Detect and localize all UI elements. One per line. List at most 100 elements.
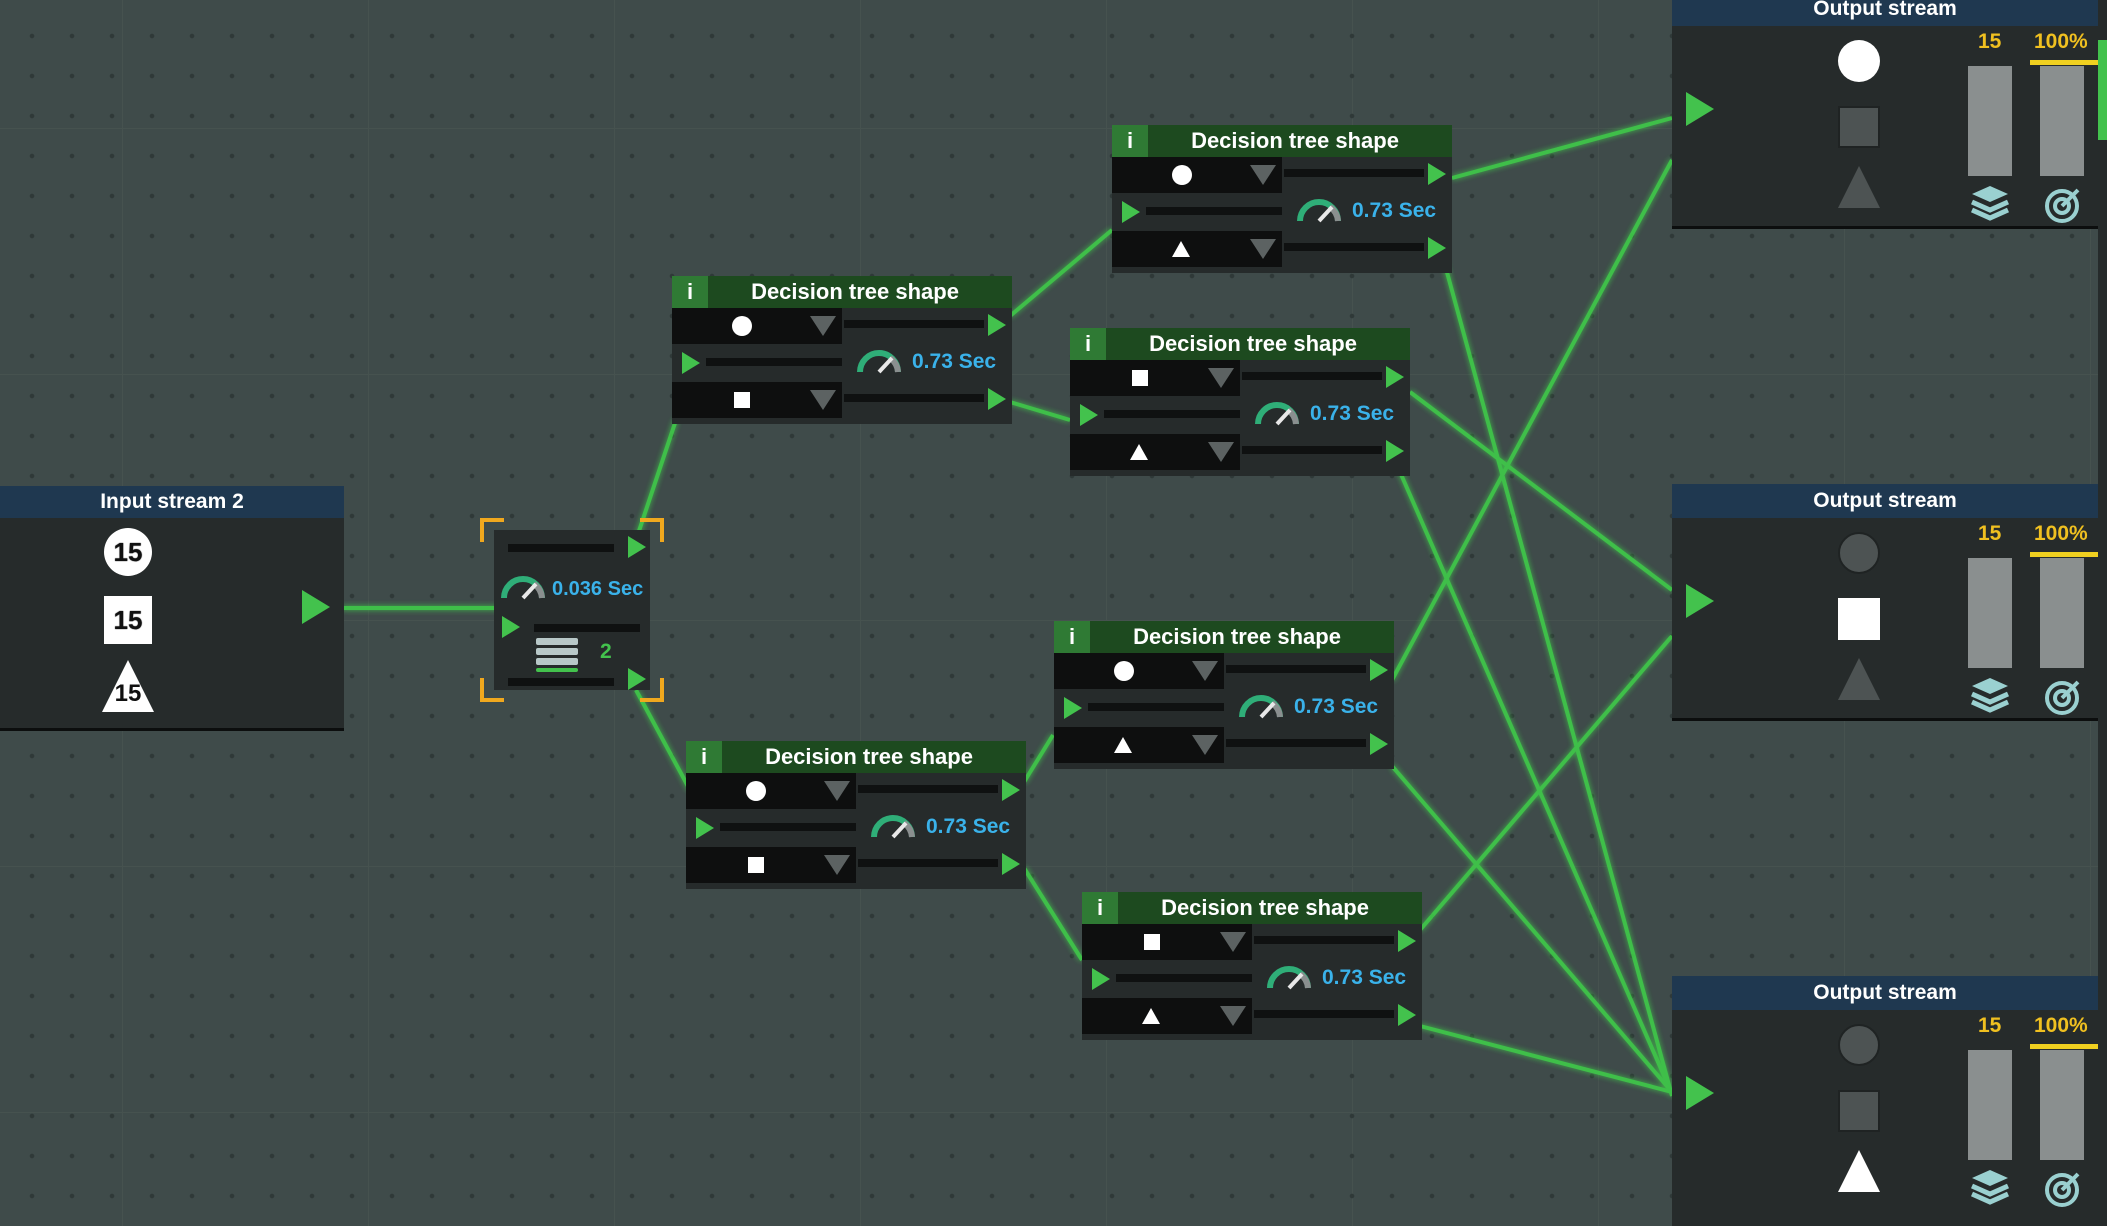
dropdown-arrow-icon	[1192, 661, 1218, 681]
splitter-output-port-top[interactable]	[628, 536, 646, 558]
top-shape-select[interactable]	[686, 773, 856, 809]
selection-corner	[480, 678, 504, 702]
info-button[interactable]: i	[1054, 621, 1090, 653]
dropdown-arrow-icon	[1220, 1006, 1246, 1026]
bottom-output-port[interactable]	[1370, 733, 1388, 755]
square-shape-icon	[1838, 106, 1880, 148]
decision-tree-node[interactable]: i Decision tree shape 0.73 Sec	[1070, 328, 1410, 476]
circle-shape-icon	[732, 316, 752, 336]
triangle-count: 15	[114, 680, 142, 707]
splitter-node[interactable]: 0.036 Sec 2	[480, 518, 664, 702]
input-port[interactable]	[1064, 697, 1082, 719]
count-meter	[1968, 1050, 2012, 1160]
selection-corner	[640, 518, 664, 542]
decision-tree-node[interactable]: i Decision tree shape 0.73 Sec	[672, 276, 1012, 424]
speed-gauge-icon	[857, 350, 901, 374]
output-stream-input-port[interactable]	[1686, 584, 1714, 618]
input-stream-output-port[interactable]	[302, 590, 330, 624]
dropdown-arrow-icon	[810, 316, 836, 336]
triangle-count-badge: 15	[100, 658, 156, 714]
bottom-output-port[interactable]	[1386, 440, 1404, 462]
info-button[interactable]: i	[686, 741, 722, 773]
node-header: i Decision tree shape	[686, 741, 1026, 773]
top-output-port[interactable]	[1002, 779, 1020, 801]
info-button[interactable]: i	[672, 276, 708, 308]
port-bar	[1242, 446, 1382, 454]
square-count-badge: 15	[104, 596, 152, 644]
circle-shape-icon	[1172, 165, 1192, 185]
layers-icon	[1970, 186, 2010, 221]
input-port[interactable]	[1122, 201, 1140, 223]
bottom-shape-select[interactable]	[1054, 727, 1224, 763]
percent-meter-cap	[2030, 60, 2098, 65]
triangle-shape-icon	[1172, 241, 1190, 257]
top-shape-select[interactable]	[1112, 157, 1282, 193]
output-stream-node[interactable]: Output stream 15 100%	[1672, 484, 2098, 730]
square-shape-icon	[1838, 1090, 1880, 1132]
bottom-output-port[interactable]	[1398, 1004, 1416, 1026]
output-stream-node[interactable]: Output stream 15 100%	[1672, 976, 2098, 1226]
info-button[interactable]: i	[1112, 125, 1148, 157]
bottom-output-port[interactable]	[988, 388, 1006, 410]
splitter-input-port[interactable]	[502, 616, 520, 638]
input-port[interactable]	[1080, 404, 1098, 426]
triangle-shape-icon	[1838, 1150, 1880, 1192]
wire	[1451, 116, 1673, 180]
wire	[1022, 866, 1084, 962]
decision-tree-node[interactable]: i Decision tree shape 0.73 Sec	[1054, 621, 1394, 769]
circle-shape-icon	[1838, 1024, 1880, 1066]
bottom-shape-select[interactable]	[686, 847, 856, 883]
decision-tree-node[interactable]: i Decision tree shape 0.73 Sec	[686, 741, 1026, 889]
dropdown-arrow-icon	[1208, 442, 1234, 462]
top-shape-select[interactable]	[1082, 924, 1252, 960]
node-body: 0.73 Sec	[686, 773, 1026, 889]
node-header: i Decision tree shape	[1112, 125, 1452, 157]
top-output-port[interactable]	[1370, 659, 1388, 681]
decision-tree-node[interactable]: i Decision tree shape 0.73 Sec	[1112, 125, 1452, 273]
output-stream-node[interactable]: Output stream 15 100%	[1672, 0, 2098, 238]
top-output-port[interactable]	[1398, 930, 1416, 952]
port-bar	[1242, 372, 1382, 380]
bottom-output-port[interactable]	[1428, 237, 1446, 259]
selection-corner	[640, 678, 664, 702]
input-stream-node[interactable]: Input stream 2 15 15 15	[0, 486, 344, 731]
info-button[interactable]: i	[1082, 892, 1118, 924]
splitter-bar	[534, 624, 640, 632]
top-output-port[interactable]	[988, 314, 1006, 336]
square-shape-icon	[1132, 370, 1148, 386]
port-bar	[858, 785, 998, 793]
output-stream-title: Output stream	[1672, 0, 2098, 26]
node-speed: 0.73 Sec	[912, 350, 997, 373]
right-edge-panel	[2098, 0, 2107, 1226]
bottom-shape-select[interactable]	[1112, 231, 1282, 267]
splitter-output-port-bottom[interactable]	[628, 668, 646, 690]
input-port[interactable]	[682, 352, 700, 374]
top-shape-select[interactable]	[1070, 360, 1240, 396]
node-body: 0.73 Sec	[1070, 360, 1410, 476]
top-output-port[interactable]	[1428, 163, 1446, 185]
port-bar	[1284, 169, 1424, 177]
output-stream-input-port[interactable]	[1686, 1076, 1714, 1110]
input-port[interactable]	[1092, 968, 1110, 990]
splitter-bar	[508, 544, 614, 552]
decision-tree-node[interactable]: i Decision tree shape 0.73 Sec	[1082, 892, 1422, 1040]
port-bar	[1254, 936, 1394, 944]
output-stream-input-port[interactable]	[1686, 92, 1714, 126]
top-shape-select[interactable]	[672, 308, 842, 344]
speed-gauge-icon	[1255, 402, 1299, 426]
percent-meter	[2040, 1050, 2084, 1160]
input-port[interactable]	[696, 817, 714, 839]
top-output-port[interactable]	[1386, 366, 1404, 388]
wire	[634, 689, 692, 791]
bottom-output-port[interactable]	[1002, 853, 1020, 875]
bottom-shape-select[interactable]	[1070, 434, 1240, 470]
wire	[1022, 733, 1055, 784]
bottom-shape-select[interactable]	[672, 382, 842, 418]
splitter-speed: 0.036 Sec	[552, 578, 644, 600]
info-button[interactable]: i	[1070, 328, 1106, 360]
bottom-shape-select[interactable]	[1082, 998, 1252, 1034]
top-shape-select[interactable]	[1054, 653, 1224, 689]
node-header: i Decision tree shape	[1082, 892, 1422, 924]
node-header: i Decision tree shape	[1054, 621, 1394, 653]
accuracy-percent: 100%	[2034, 1014, 2088, 1037]
